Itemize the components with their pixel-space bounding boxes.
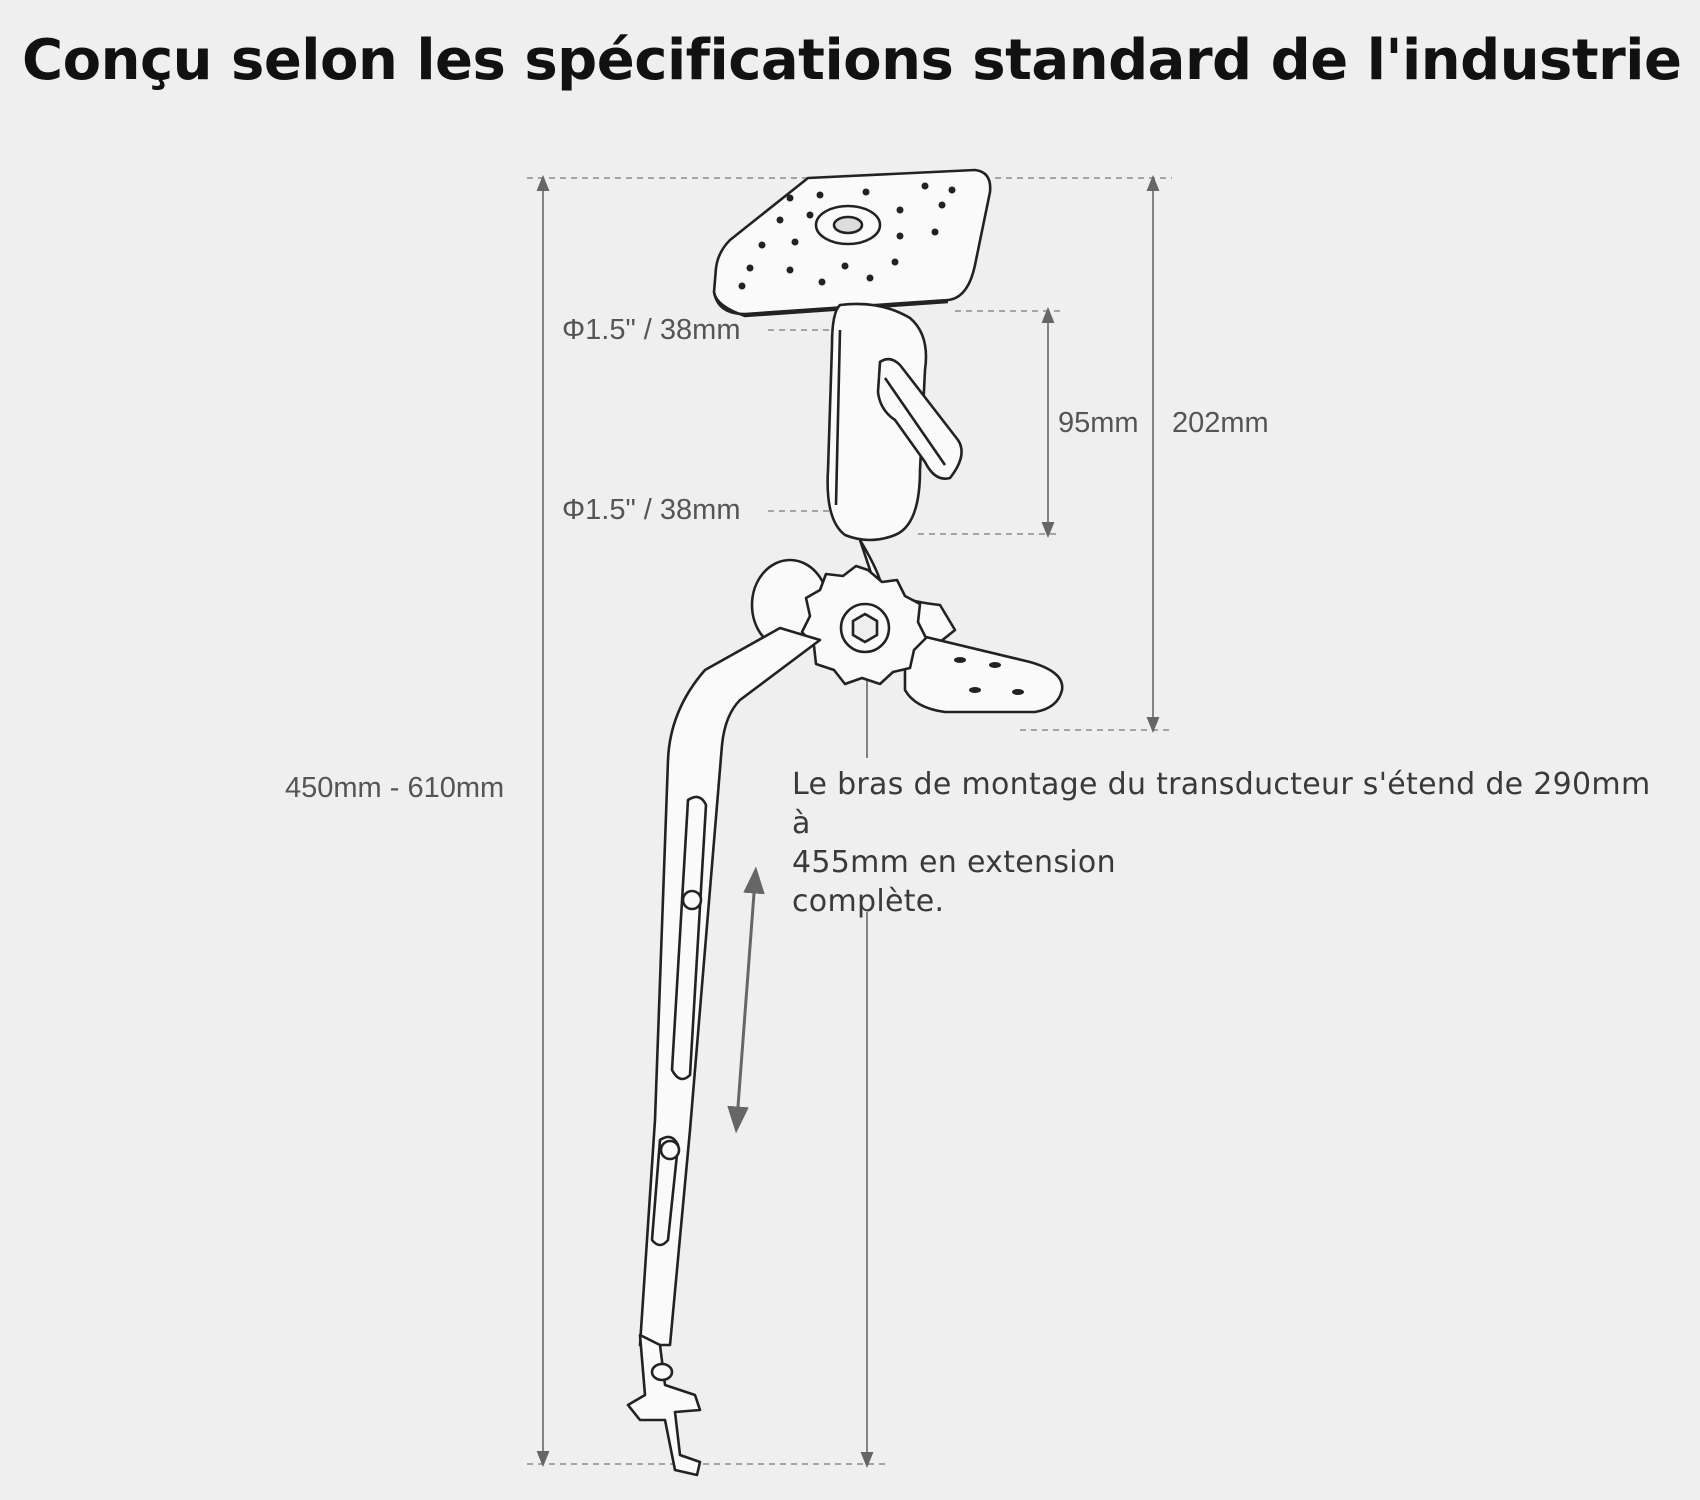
arm-handle-grip (883, 377, 947, 466)
arm-slot-upper (670, 795, 708, 1081)
ball-top-dimension-label: Φ1.5" / 38mm (562, 314, 741, 346)
plate-holes (738, 182, 956, 290)
arm-length-dimension-label: 95mm (1058, 407, 1139, 439)
page-title: Conçu selon les spécifications standard … (22, 28, 1682, 93)
total-height-dimension-label: 450mm - 610mm (285, 772, 505, 804)
socket-arm-inner (834, 329, 842, 506)
bottom-clamp (626, 1333, 702, 1477)
top-mount-plate-edge (712, 291, 949, 318)
ball-bottom-dimension-label: Φ1.5" / 38mm (562, 494, 741, 526)
extension-range-arrow (727, 866, 765, 1134)
arm-slot-lower (650, 1135, 680, 1247)
extension-note: Le bras de montage du transducteur s'éte… (792, 765, 1672, 921)
socket-arm (826, 302, 928, 542)
extension-arm (638, 626, 822, 1347)
base-holes (954, 657, 1024, 695)
arm-handle (876, 357, 963, 480)
base-plate (903, 630, 1064, 714)
head-height-dimension-label: 202mm (1172, 407, 1269, 439)
mount-drawing (626, 168, 1064, 1477)
extension-note-line-1: Le bras de montage du transducteur s'éte… (792, 767, 1651, 841)
extension-note-line-2: 455mm en extension (792, 845, 1116, 880)
arm-bolt-lower (659, 1139, 681, 1161)
arm-bolt-upper (681, 889, 703, 911)
knob-hex-bolt (851, 612, 879, 644)
extension-note-line-3: complète. (792, 884, 945, 919)
